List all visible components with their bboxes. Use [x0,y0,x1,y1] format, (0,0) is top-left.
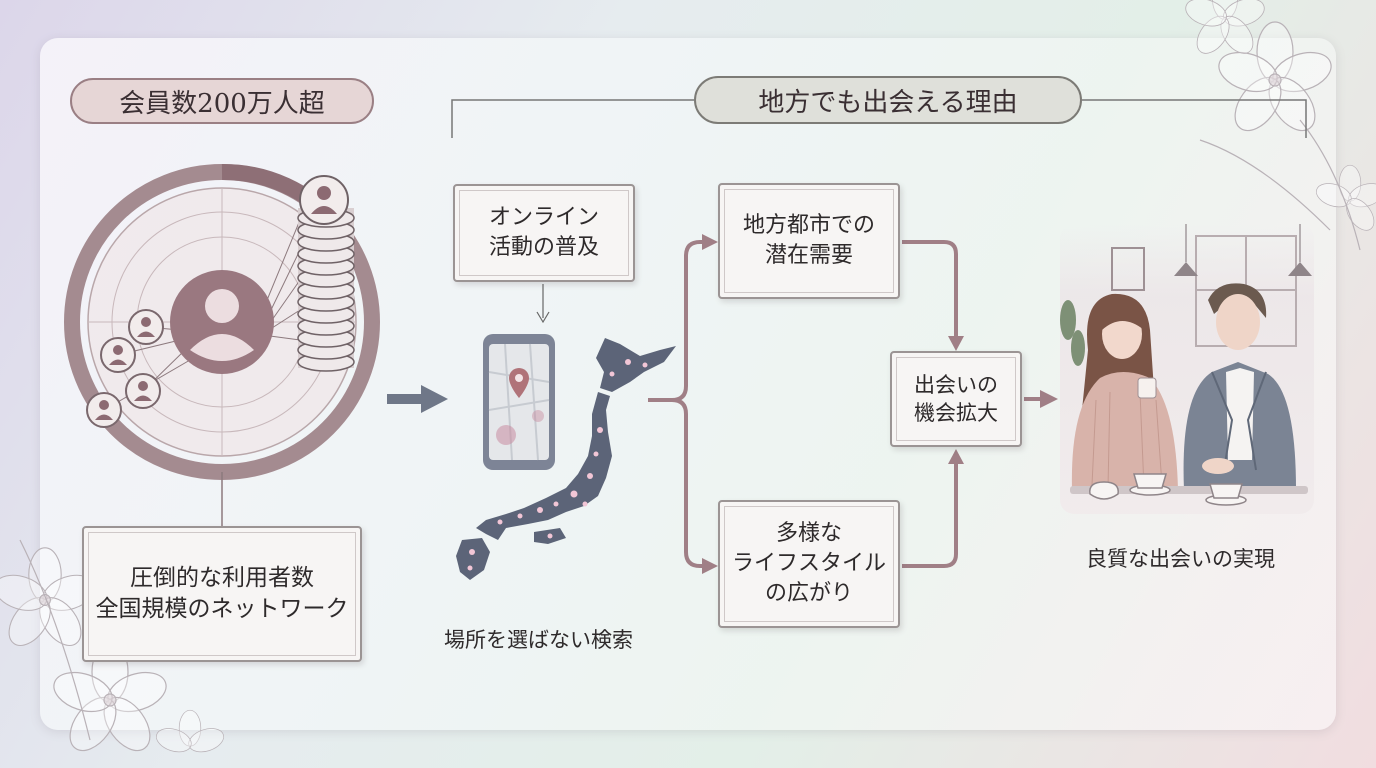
user-icon [128,309,164,345]
lifestyle-line: ライフスタイル [731,551,886,577]
smartphone-icon [483,334,555,470]
arrowhead [1040,390,1058,408]
japan-map [456,338,676,580]
user-icon [125,373,161,409]
location-pin-icon [509,368,529,398]
coin-stack [297,175,355,372]
search-caption: 場所を選ばない検索 [444,628,633,652]
arrowhead [702,558,718,574]
network-line: 圧倒的な利用者数 [130,564,314,591]
opportunity-line: 機会拡大 [914,401,998,425]
section-title-label: 地方でも出会える理由 [758,87,1018,118]
arrowhead [948,336,964,351]
opportunity-line: 出会いの [914,372,998,397]
section-title-badge: 地方でも出会える理由 [694,76,1082,124]
user-icon [299,175,349,225]
opportunity-box: 出会いの 機会拡大 [890,351,1022,447]
lifestyle-line: 多様な [775,521,842,547]
demand-line: 潜在需要 [764,243,853,268]
member-count-badge: 会員数200万人超 [70,78,374,124]
arrowhead [948,449,964,464]
man-figure [1183,283,1296,490]
member-count-label: 会員数200万人超 [119,88,325,119]
user-icon [170,270,274,374]
network-line: 全国規模のネットワーク [95,596,349,622]
demand-line: 地方都市での [742,213,875,239]
user-icon [86,392,122,428]
network-box: 圧倒的な利用者数 全国規模のネットワーク [82,526,362,662]
result-caption: 良質な出会いの実現 [1086,547,1275,571]
online-line: オンライン [488,205,599,231]
regional-demand-box: 地方都市での 潜在需要 [718,183,900,299]
lifestyle-line: の広がり [764,580,853,606]
woman-figure [1071,293,1178,490]
arrowhead [702,234,718,250]
online-activity-box: オンライン 活動の普及 [453,184,635,282]
right-arrow-icon [387,385,448,413]
user-icon [100,337,136,373]
online-line: 活動の普及 [488,235,599,260]
lifestyle-box: 多様な ライフスタイル の広がり [718,500,900,628]
